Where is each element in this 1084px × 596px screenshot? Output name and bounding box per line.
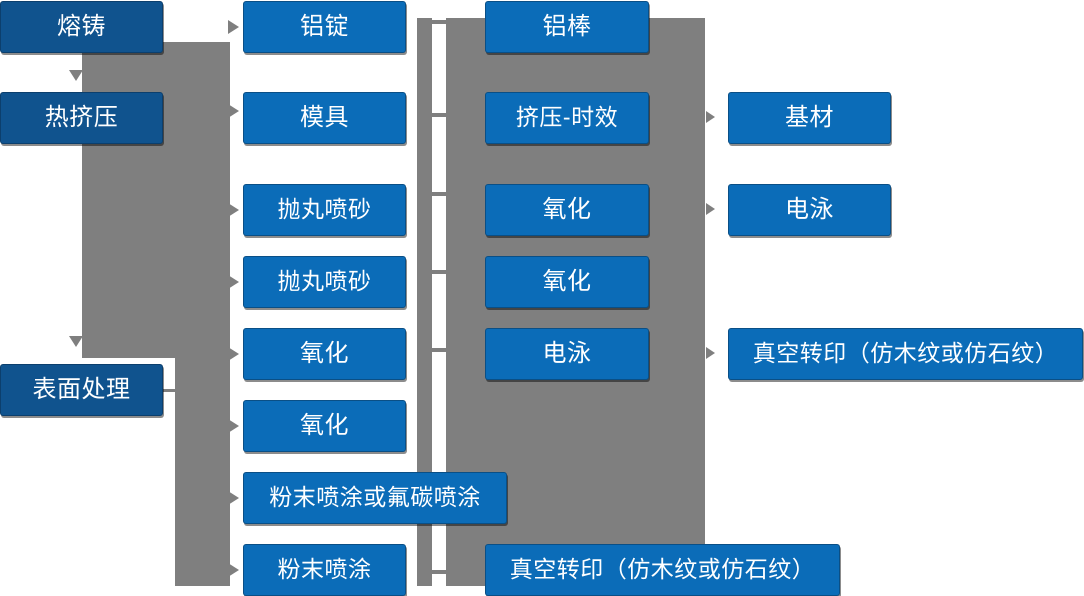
node-extrusion-aging[interactable]: 挤压-时效 — [485, 92, 649, 144]
node-shot-blasting-1[interactable]: 抛丸喷砂 — [243, 184, 406, 236]
arrow-down-to-surface-treatment — [69, 336, 83, 347]
node-shot-blasting-2[interactable]: 抛丸喷砂 — [243, 256, 406, 308]
node-aluminum-ingot[interactable]: 铝锭 — [243, 1, 406, 53]
node-vacuum-transfer-1[interactable]: 真空转印（仿木纹或仿石纹） — [485, 544, 840, 596]
connector-left-upper-block — [82, 42, 230, 358]
arrow-right-to-shot-blasting-2 — [228, 275, 239, 289]
arrow-right-to-electrophoresis-2 — [706, 203, 715, 215]
node-melt-cast[interactable]: 熔铸 — [0, 1, 163, 53]
connector-stub-vacuum-transfer-1 — [431, 570, 448, 574]
arrow-right-to-shot-blasting-1 — [228, 203, 239, 217]
node-surface-treatment[interactable]: 表面处理 — [0, 364, 163, 416]
node-hot-extrusion[interactable]: 热挤压 — [0, 92, 163, 144]
connector-left-lower-block — [175, 358, 230, 586]
node-oxidation-2[interactable]: 氧化 — [243, 400, 406, 452]
connector-stub-electrophoresis-1 — [431, 348, 448, 352]
arrow-right-to-oxidation-1 — [228, 347, 239, 361]
arrow-right-to-mould — [228, 104, 239, 118]
node-oxidation-1[interactable]: 氧化 — [243, 328, 406, 380]
node-vacuum-transfer-2[interactable]: 真空转印（仿木纹或仿石纹） — [728, 328, 1083, 380]
node-electrophoresis-2[interactable]: 电泳 — [728, 184, 891, 236]
arrow-right-to-base-material — [706, 111, 715, 123]
node-mould[interactable]: 模具 — [243, 92, 406, 144]
node-oxidation-4[interactable]: 氧化 — [485, 256, 649, 308]
connector-stub-extrusion-aging — [431, 113, 448, 117]
connector-surface-treatment-stub — [160, 389, 182, 392]
arrow-right-to-powder-or-pvdf — [228, 491, 239, 505]
arrow-down-melt-to-extrusion — [69, 70, 83, 81]
node-powder-or-pvdf-coating[interactable]: 粉末喷涂或氟碳喷涂 — [243, 472, 507, 524]
connector-middle-vertical-bar — [417, 18, 432, 586]
node-powder-coating[interactable]: 粉末喷涂 — [243, 544, 406, 596]
connector-stub-aluminum-bar — [431, 20, 448, 24]
node-oxidation-3[interactable]: 氧化 — [485, 184, 649, 236]
node-base-material[interactable]: 基材 — [728, 92, 891, 144]
arrow-right-to-oxidation-2 — [228, 419, 239, 433]
arrow-right-to-vacuum-transfer-2 — [706, 347, 715, 359]
node-electrophoresis-1[interactable]: 电泳 — [485, 328, 649, 380]
node-aluminum-bar[interactable]: 铝棒 — [485, 1, 649, 53]
arrow-right-to-aluminum-ingot — [228, 20, 239, 34]
arrow-right-to-powder-coating — [228, 563, 239, 577]
connector-stub-oxidation-4 — [431, 270, 448, 274]
connector-stub-oxidation-3 — [431, 192, 448, 196]
